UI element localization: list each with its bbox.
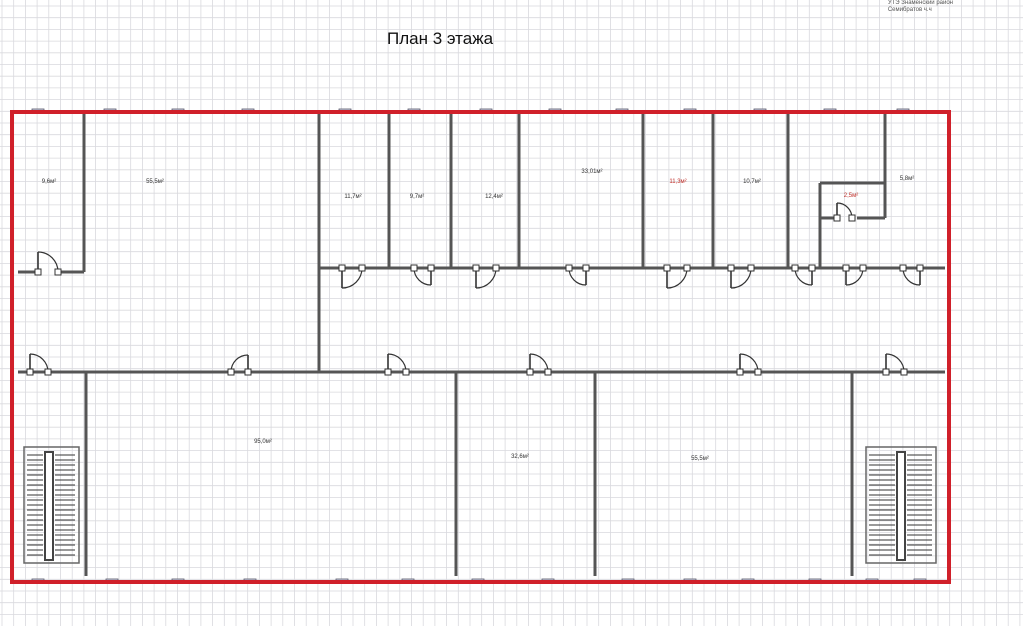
door-icon xyxy=(842,264,867,286)
room-area-label: 11,3м² xyxy=(669,179,686,185)
door-icon xyxy=(833,202,856,222)
door-icon xyxy=(26,353,52,376)
door-icon xyxy=(410,264,435,286)
door-icon xyxy=(899,264,924,286)
door-icon xyxy=(791,264,816,286)
doors xyxy=(26,202,924,376)
room-area-label: 95,0м² xyxy=(254,439,272,445)
walls xyxy=(18,114,945,576)
door-icon xyxy=(526,353,552,376)
room-area-label: 10,7м² xyxy=(743,179,761,185)
door-icon xyxy=(736,353,762,376)
door-icon xyxy=(727,264,755,289)
door-icon xyxy=(338,264,366,289)
plan-title: План 3 этажа xyxy=(387,29,494,48)
building-outline xyxy=(10,110,951,584)
staircase-right xyxy=(865,446,937,564)
staircase-left xyxy=(23,446,80,564)
room-area-label: 55,5м² xyxy=(691,456,709,462)
room-area-label: 5,8м² xyxy=(900,176,914,182)
door-icon xyxy=(565,264,590,286)
room-area-label: 55,5м² xyxy=(146,179,164,185)
room-area-label: 11,7м² xyxy=(344,194,361,200)
door-icon xyxy=(227,354,252,376)
room-area-label: 9,7м² xyxy=(410,194,424,200)
corner-caption-line: Семибратов ч.ч xyxy=(887,7,932,13)
room-area-label: 12,4м² xyxy=(485,194,503,200)
room-area-label: 33,01м² xyxy=(581,169,602,175)
room-area-label: 2,5м² xyxy=(844,193,858,199)
door-icon xyxy=(882,353,908,376)
door-icon xyxy=(663,264,691,289)
door-icon xyxy=(34,251,62,276)
corner-caption-line: УТЭ Знаменский район xyxy=(887,0,953,6)
door-icon xyxy=(384,353,410,376)
room-area-label: 9,6м² xyxy=(42,179,56,185)
door-icon xyxy=(472,264,500,289)
room-area-label: 32,6м² xyxy=(511,454,529,460)
corner-caption: УТЭ Знаменский район Семибратов ч.ч xyxy=(888,0,953,14)
